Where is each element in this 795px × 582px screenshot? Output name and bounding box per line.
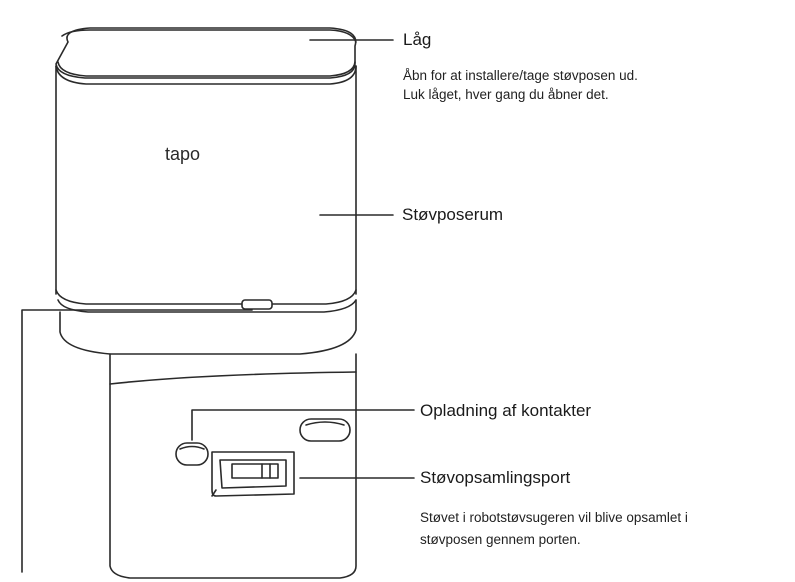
leader-line-release	[21, 309, 253, 573]
leader-line-contacts	[191, 409, 415, 441]
base	[59, 299, 357, 579]
lid	[55, 27, 357, 85]
charging-contacts-title: Opladning af kontakter	[420, 401, 592, 420]
charging-contact-left	[175, 442, 209, 466]
lid-title: Låg	[403, 30, 432, 49]
dust-collection-port-title: Støvopsamlingsport	[420, 468, 571, 487]
dust-collection-port	[211, 451, 295, 497]
tapo-logo: tapo	[165, 144, 200, 164]
port-desc-line-2: støvposen gennem porten.	[420, 532, 581, 547]
port-desc-line-1: Støvet i robotstøvsugeren vil blive opsa…	[420, 510, 688, 525]
lid-desc-line-1: Åbn for at installere/tage støvposen ud.	[403, 68, 638, 83]
dust-bag-chamber-title: Støvposerum	[402, 205, 504, 224]
release-tab	[57, 299, 357, 313]
lid-desc-line-2: Luk låget, hver gang du åbner det.	[403, 87, 609, 102]
dust-bag-body	[55, 65, 357, 305]
charging-contact-right	[299, 418, 351, 442]
